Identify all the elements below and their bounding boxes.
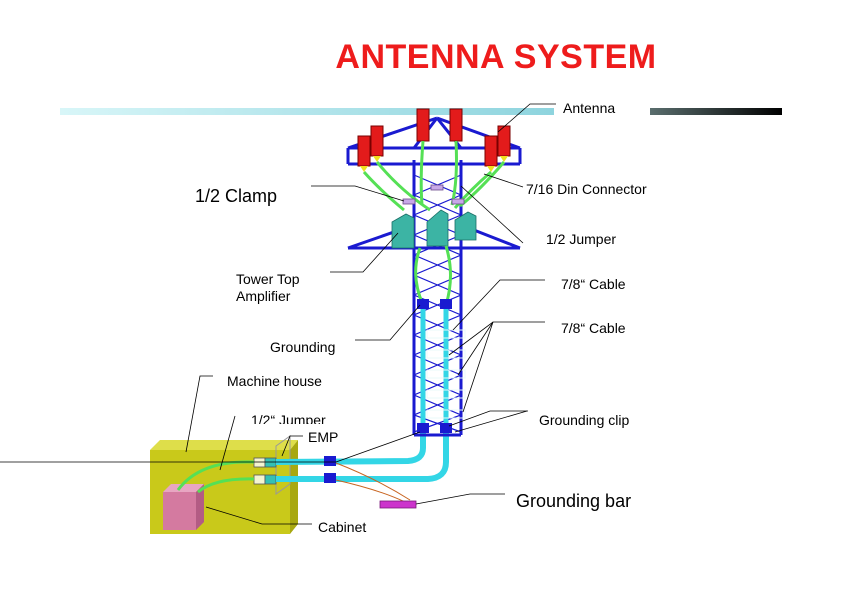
emp-port-2b	[264, 474, 277, 485]
antenna-2	[370, 125, 384, 157]
label-tower-top-amplifier-2: Amplifier	[236, 288, 291, 304]
cabinet-box	[163, 492, 196, 530]
label-jumper-top: 1/2 Jumper	[546, 231, 617, 247]
din-connectors	[360, 156, 508, 172]
label-grounding: Grounding	[270, 339, 336, 355]
antenna-4	[449, 108, 463, 142]
grounding-bar	[379, 500, 417, 509]
slide-title: ANTENNA SYSTEM	[335, 38, 657, 76]
tower-grounding-clips	[417, 299, 452, 433]
antenna-1	[357, 135, 371, 167]
machine-house-side	[290, 440, 298, 534]
emp-port-1	[253, 457, 266, 468]
label-cable-1: 7/8“ Cable	[561, 276, 626, 292]
label-cable-2: 7/8“ Cable	[561, 320, 626, 336]
feeder-cable-1	[275, 428, 426, 465]
header-bar-right	[650, 108, 782, 115]
label-emp: EMP	[308, 429, 339, 445]
leader-lines	[0, 103, 556, 525]
top-jumpers	[362, 140, 506, 212]
tower-top-amplifiers	[391, 209, 477, 249]
ground-wire-2	[335, 479, 406, 503]
ground-wire-1	[335, 462, 411, 501]
emp-port-2	[253, 474, 266, 485]
emp-port-1b	[264, 457, 277, 468]
label-machine-house: Machine house	[227, 373, 322, 389]
label-clamp: 1/2 Clamp	[195, 186, 278, 206]
label-antenna: Antenna	[563, 100, 616, 116]
grounding-clip-ground-1	[324, 456, 336, 466]
house-jumper-2	[197, 477, 255, 494]
feeder-cables-tower	[420, 305, 449, 430]
cabinet-side	[196, 484, 204, 530]
label-din-connector: 7/16 Din Connector	[526, 181, 647, 197]
cable-clamps	[426, 329, 466, 419]
header-bar-left	[60, 108, 554, 115]
antenna-3	[416, 108, 430, 142]
label-grounding-bar: Grounding bar	[516, 491, 632, 511]
label-cabinet: Cabinet	[318, 519, 367, 535]
grounding-clip-ground-2	[324, 473, 336, 483]
clamps	[402, 184, 465, 205]
mid-jumpers	[414, 245, 452, 306]
antenna-5	[484, 135, 498, 167]
cabinet-top	[163, 484, 204, 492]
label-tower-top-amplifier-1: Tower Top	[236, 271, 300, 287]
label-grounding-clip: Grounding clip	[539, 412, 630, 428]
label-jumper-bottom: 1/2“ Jumper	[251, 412, 326, 424]
feeder-cable-2	[276, 428, 449, 482]
